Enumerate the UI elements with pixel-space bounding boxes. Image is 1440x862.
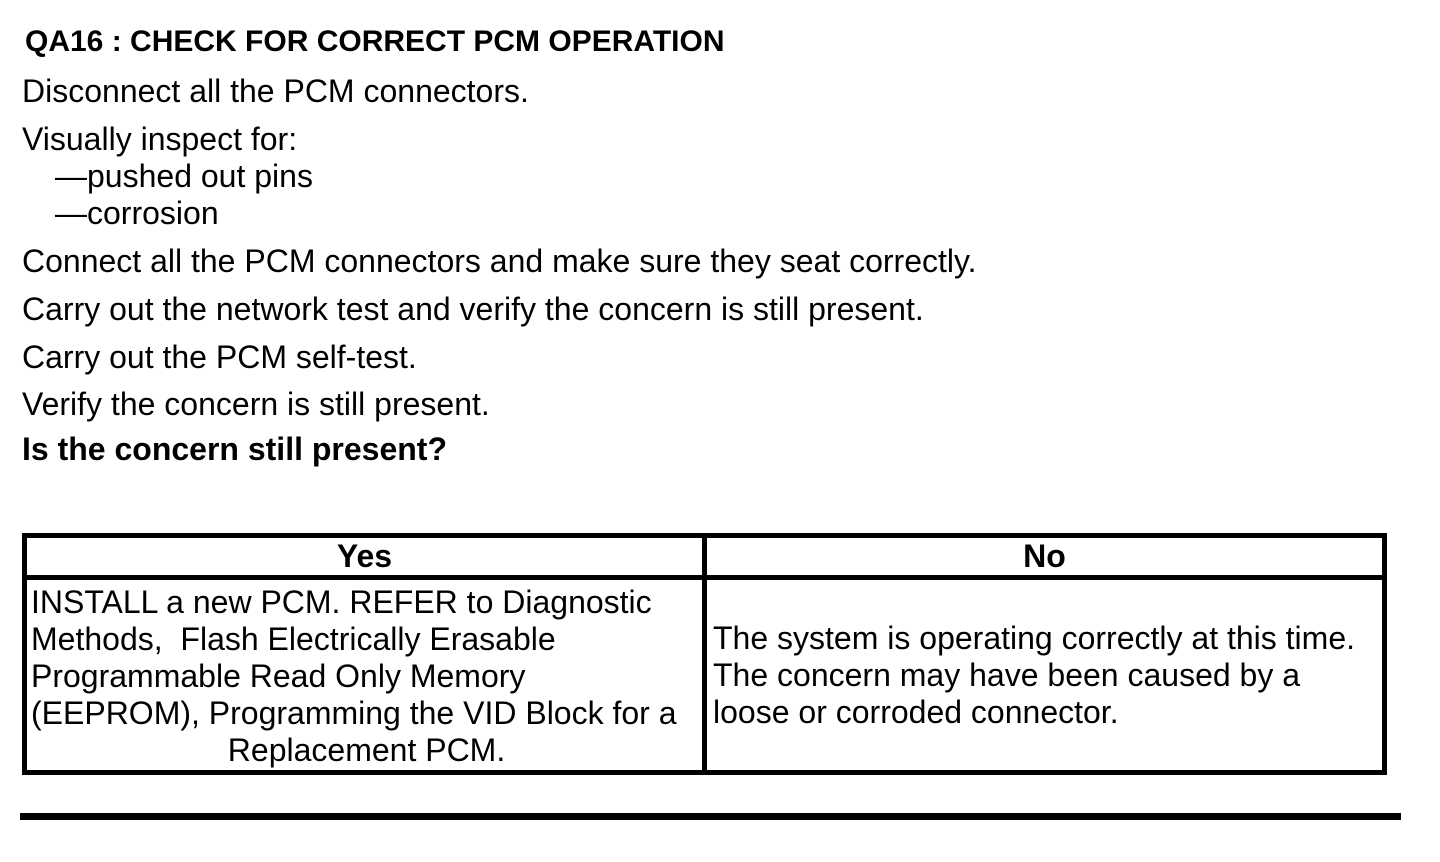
yes-action-text-line: INSTALL a new PCM. REFER to Diagnostic [31,584,652,620]
instruction-line: Carry out the PCM self-test. [22,339,417,375]
procedure-title: QA16 : CHECK FOR CORRECT PCM OPERATION [25,25,725,58]
decision-question: Is the concern still present? [22,431,447,467]
yes-column-header: Yes [22,533,707,580]
inspection-list-item: —pushed out pins [55,158,313,194]
instruction-line: Carry out the network test and verify th… [22,291,924,327]
yes-action-text-line: (EEPROM), Programming the VID Block for … [31,695,677,731]
instruction-line: Disconnect all the PCM connectors. [22,73,529,109]
instruction-line: Visually inspect for: [22,121,298,157]
decision-table-body-row: INSTALL a new PCM. REFER to Diagnostic M… [22,575,1387,775]
yes-action-text-line: Programmable Read Only Memory [31,658,526,694]
no-action-text-line: loose or corroded connector. [713,693,1119,730]
bottom-divider-rule [20,813,1401,820]
yes-action-cell: INSTALL a new PCM. REFER to Diagnostic M… [22,575,707,775]
instruction-line: Connect all the PCM connectors and make … [22,243,977,279]
decision-table: Yes No INSTALL a new PCM. REFER to Diagn… [22,533,1387,775]
instruction-line: Verify the concern is still present. [22,386,490,422]
no-action-cell: The system is operating correctly at thi… [702,575,1387,775]
no-action-text-line: The system is operating correctly at thi… [713,619,1355,656]
no-action-text-line: The concern may have been caused by a [713,656,1301,693]
yes-action-text-line: Replacement PCM. [227,732,506,768]
decision-table-header-row: Yes No [22,533,1387,580]
inspection-list-item: —corrosion [55,195,219,231]
yes-action-text-line: Methods, Flash Electrically Erasable [31,621,556,657]
no-column-header: No [702,533,1387,580]
